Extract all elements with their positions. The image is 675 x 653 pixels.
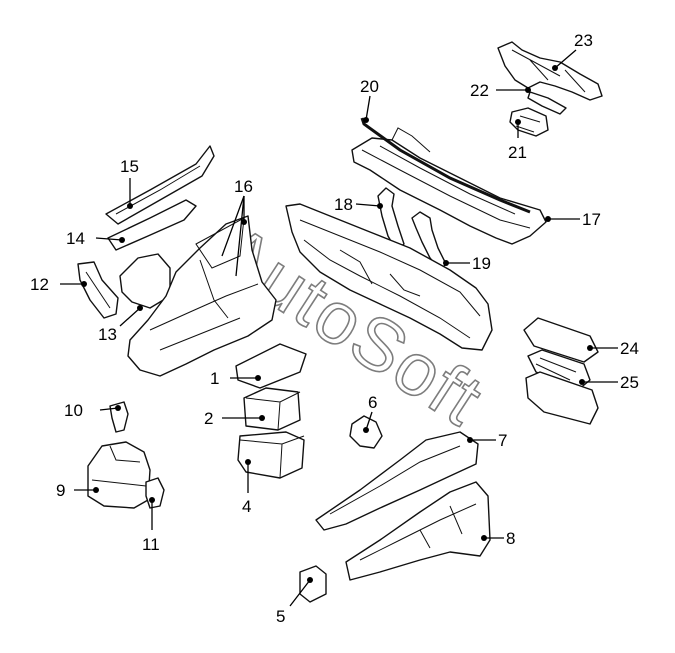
callout-23: 23 [574,31,593,50]
part-8-floor-side [345,481,491,581]
callout-15: 15 [120,157,139,176]
callout-12: 12 [30,275,49,294]
callout-11: 11 [142,535,160,554]
part-11-pump [145,477,165,509]
callout-17: 17 [582,210,601,229]
part-9-reservoir [87,441,151,509]
part-21-block [509,107,549,137]
callout-21: 21 [508,143,527,162]
callout-9: 9 [56,481,65,500]
part-2-battery [243,387,301,431]
part-1-battery-cover [235,343,307,389]
part-16-front-side-member [127,215,277,377]
callout-13: 13 [98,325,117,344]
part-4-battery-tray [237,431,305,479]
part-10-cap [109,401,129,433]
callout-5: 5 [276,607,285,626]
leader-dots [81,65,593,583]
callout-10: 10 [64,401,83,420]
callout-numbers: 1 2 4 5 6 7 8 9 10 11 12 13 14 15 16 17 … [30,31,639,626]
part-17-cowl-panel [351,127,547,245]
callout-7: 7 [498,431,507,450]
callout-14: 14 [66,229,85,248]
part-14-rail [107,199,197,251]
part-18-duct [377,187,405,251]
part-5-bracket [299,565,327,603]
callout-25: 25 [620,373,639,392]
part-dash-panel [285,203,493,351]
part-24-cover [523,317,599,363]
part-20-seal-strip [360,117,531,214]
callout-24: 24 [620,339,639,358]
callout-6: 6 [368,393,377,412]
part-25-tray [525,349,599,425]
part-23-bracket [497,41,603,101]
part-12-bracket [77,261,119,319]
callout-8: 8 [506,529,515,548]
callout-19: 19 [472,254,491,273]
leader-lines [60,49,618,607]
callout-1: 1 [210,369,219,388]
callout-20: 20 [360,77,379,96]
callout-2: 2 [204,409,213,428]
part-22-clip [527,91,567,115]
callout-16: 16 [234,177,253,196]
part-7-sill [315,431,479,531]
callout-4: 4 [242,497,251,516]
callout-22: 22 [470,81,489,100]
callout-18: 18 [334,195,353,214]
